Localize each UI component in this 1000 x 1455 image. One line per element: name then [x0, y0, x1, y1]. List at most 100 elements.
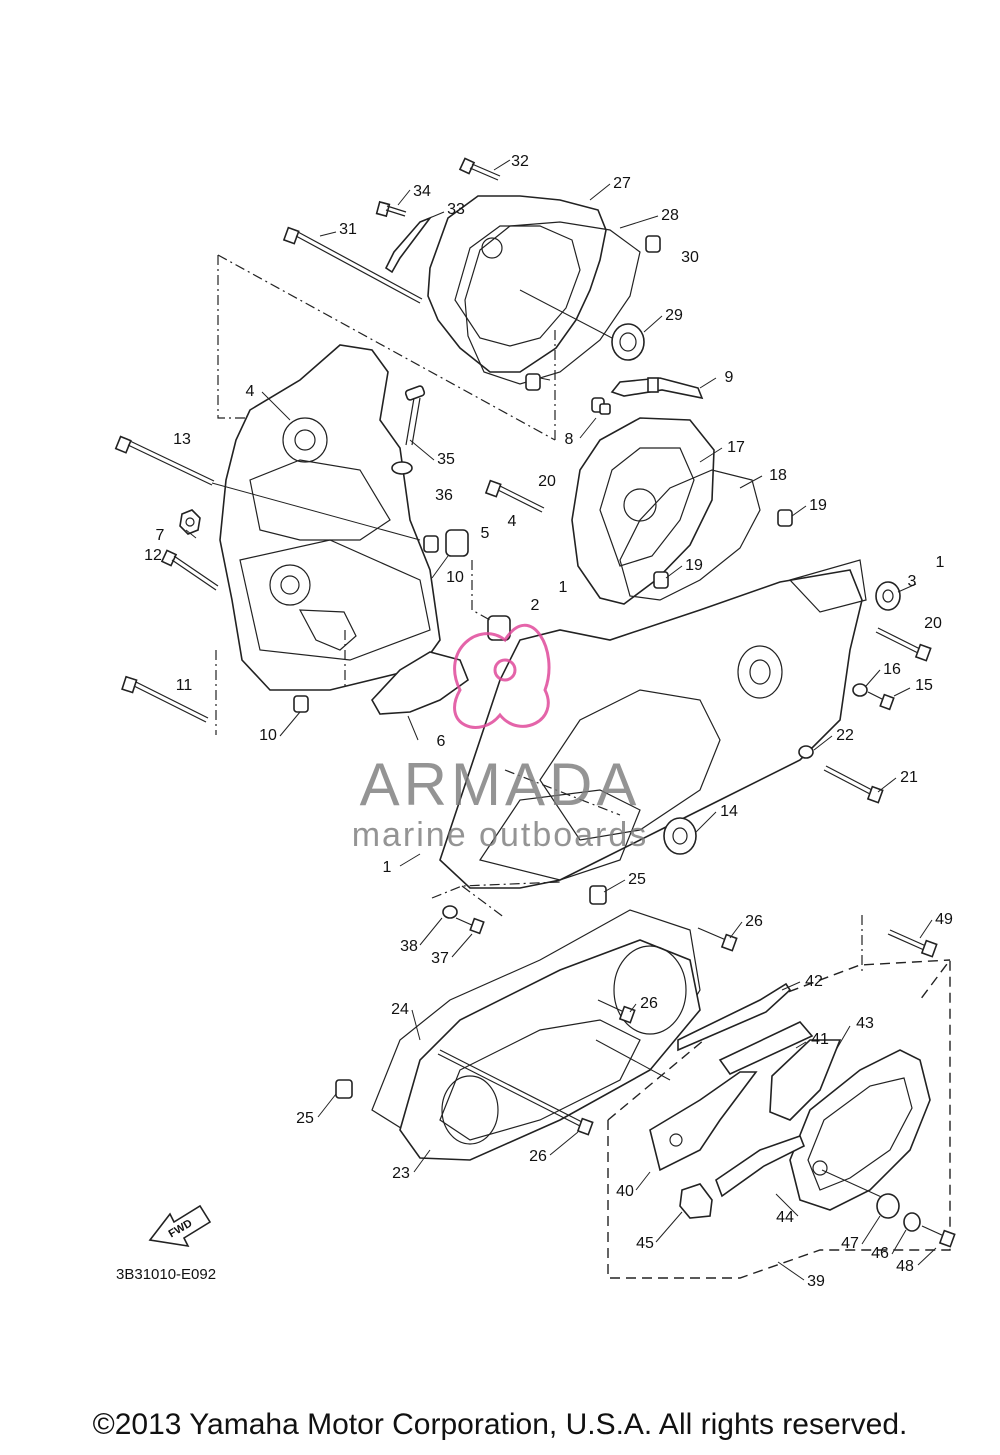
leader-line: [319, 231, 337, 237]
part-number-label: 10: [446, 569, 464, 586]
bolt-11-shape: [121, 675, 209, 723]
leader-line: [413, 1149, 431, 1173]
part-number-label: 3: [908, 573, 917, 590]
part-number-label: 25: [296, 1110, 314, 1127]
leader-line: [629, 1003, 637, 1013]
leader-line: [411, 1009, 421, 1041]
part-number-label: 13: [173, 431, 191, 448]
leader-line: [795, 1041, 807, 1049]
bolt-26c-shape: [437, 1049, 594, 1136]
plate-40-shape: [649, 1071, 758, 1172]
cover-23-shape: [399, 939, 701, 1161]
leader-line: [695, 811, 717, 833]
dowel-25b-shape: [335, 1079, 353, 1099]
part-number-label: 26: [640, 995, 658, 1012]
dowel-19a-shape: [777, 509, 793, 527]
bolt-26a-shape: [697, 927, 738, 952]
lower-fasteners-group: [431, 881, 561, 935]
part-number-label: 41: [811, 1031, 829, 1048]
left-crankcase-group: [114, 344, 469, 735]
fwd-arrow: FWD: [148, 1204, 212, 1248]
leader-line: [813, 735, 833, 751]
part-number-label: 36: [435, 487, 453, 504]
leader-line: [603, 879, 626, 893]
part-number-label: 11: [176, 677, 193, 694]
part-number-label: 2: [531, 597, 540, 614]
leader-line: [775, 1193, 799, 1217]
leader-line: [419, 211, 445, 223]
dowel-25a-shape: [589, 885, 607, 905]
part-number-label: 18: [769, 467, 787, 484]
outer-cover-shape: [789, 1049, 931, 1211]
part-number-label: 16: [883, 661, 901, 678]
cover-17-shape: [571, 417, 715, 605]
leader-line: [419, 917, 443, 946]
bolt-37-shape: [455, 917, 485, 935]
cover-27-shape: [427, 195, 607, 373]
bolt-31-shape: [282, 226, 423, 304]
part-number-label: 37: [431, 950, 449, 967]
part-number-label: 26: [529, 1148, 547, 1165]
block-45-shape: [679, 1183, 713, 1219]
part-number-label: 17: [727, 439, 745, 456]
leader-line: [877, 777, 897, 793]
part-number-label: 15: [915, 677, 933, 694]
part-number-label: 42: [805, 973, 823, 990]
leader-line: [279, 711, 301, 737]
part-number-label: 39: [807, 1273, 825, 1290]
bolt-13-shape: [114, 435, 215, 486]
part-number-label: 25: [628, 871, 646, 888]
part-number-label: 10: [259, 727, 277, 744]
part-number-label: 31: [339, 221, 357, 238]
leader-line: [917, 1247, 937, 1266]
dowel-10b-shape: [293, 695, 309, 713]
bracket-33-shape: [384, 216, 433, 274]
leader-line: [897, 583, 917, 593]
leader-line: [549, 1131, 579, 1156]
leader-line: [865, 669, 881, 687]
part-number-label: 32: [511, 153, 529, 170]
leader-line: [791, 505, 807, 517]
leader-line: [781, 981, 801, 991]
bolt-32-shape: [458, 157, 501, 181]
leader-line: [919, 919, 933, 939]
leader-line: [643, 315, 663, 333]
part-number-label: 35: [437, 451, 455, 468]
leader-line: [619, 215, 659, 229]
bushing-3-shape: [875, 581, 901, 611]
dipstick-35-shape: [404, 385, 426, 446]
plate-43-shape: [769, 1039, 842, 1121]
washer-47-shape: [876, 1193, 900, 1219]
washer-22-shape: [798, 745, 814, 759]
leader-line: [493, 159, 511, 171]
gasket-18-shape: [619, 469, 761, 601]
part-number-label: 40: [616, 1183, 634, 1200]
leader-line: [665, 565, 683, 579]
part-number-label: 4: [508, 513, 517, 530]
dowel-30b-shape: [525, 373, 541, 391]
nut-7-shape: [179, 509, 201, 535]
part-number-label: 46: [871, 1245, 889, 1262]
oring-36-shape: [391, 461, 413, 475]
bolt-20b-shape: [875, 627, 932, 662]
washer-16-shape: [852, 683, 868, 697]
dowel-19b-shape: [653, 571, 669, 589]
diagram-code: 3B31010-E092: [116, 1266, 217, 1283]
part-number-label: 20: [538, 473, 556, 490]
leader-line: [893, 687, 911, 697]
part-number-label: 21: [900, 769, 918, 786]
leader-line: [261, 391, 291, 421]
part-number-label: 8: [565, 431, 574, 448]
leader-line: [699, 377, 717, 389]
watermark-brand: ARMADA: [360, 751, 641, 818]
leader-line: [777, 1261, 805, 1281]
part-number-label: 48: [896, 1258, 914, 1275]
dowel-10a-shape: [423, 529, 469, 557]
bracket-6-shape: [371, 651, 469, 715]
leader-line: [635, 1171, 651, 1191]
part-number-label: 23: [392, 1165, 410, 1182]
leader-line: [739, 475, 763, 489]
leader-line: [699, 447, 723, 463]
